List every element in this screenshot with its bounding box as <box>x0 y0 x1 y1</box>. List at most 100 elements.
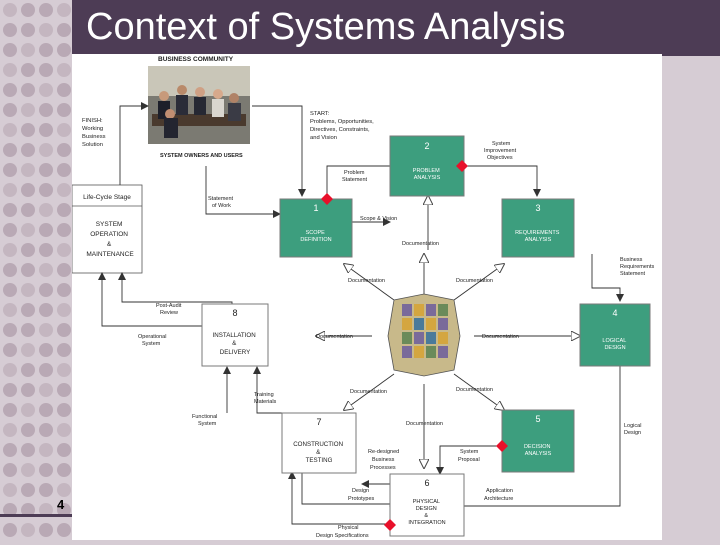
decorative-dot <box>3 23 17 37</box>
phase-2-problem-analysis: 2 PROBLEM ANALYSIS <box>389 135 465 197</box>
label-problem-statement: Problem Statement <box>342 170 368 183</box>
decorative-dot <box>39 163 53 177</box>
decorative-dot <box>57 143 71 157</box>
start-label: START: Problems, Opportunities, Directiv… <box>310 111 375 141</box>
decorative-dot <box>39 503 53 517</box>
label-system-improvement-objectives: System Improvement Objectives <box>484 141 518 161</box>
decorative-dot <box>21 123 35 137</box>
decorative-dot <box>39 383 53 397</box>
decorative-dot <box>3 243 17 257</box>
decorative-dot <box>21 283 35 297</box>
decorative-dot <box>39 283 53 297</box>
diamond-marker <box>456 160 468 172</box>
decorative-dot <box>3 163 17 177</box>
decorative-dot <box>3 123 17 137</box>
lifecycle-stage-name: SYSTEM OPERATION & MAINTENANCE <box>86 221 134 258</box>
decorative-dot <box>57 343 71 357</box>
decorative-dot <box>39 223 53 237</box>
phase-8-installation-delivery: 8 INSTALLATION & DELIVERY <box>201 303 269 367</box>
label-operational-system: Operational System <box>138 334 168 347</box>
label-documentation: Documentation <box>456 387 493 393</box>
decorative-dot <box>39 3 53 17</box>
decorative-dot <box>3 283 17 297</box>
phase-3-requirements-analysis: 3 REQUIREMENTS ANALYSIS <box>501 198 575 258</box>
label-system-proposal: System Proposal <box>458 449 480 463</box>
phase-number: 3 <box>535 203 540 213</box>
decorative-dot <box>21 323 35 337</box>
decorative-dot <box>21 103 35 117</box>
community-header: BUSINESS COMMUNITY <box>158 56 234 63</box>
decorative-dot <box>57 363 71 377</box>
decorative-dot <box>21 163 35 177</box>
decorative-dot <box>39 523 53 537</box>
decorative-dot <box>21 3 35 17</box>
decorative-dot <box>39 403 53 417</box>
decorative-dot <box>57 23 71 37</box>
decorative-dot <box>21 343 35 357</box>
phase-7-construction-testing: 7 CONSTRUCTION & TESTING <box>281 412 357 474</box>
phase-name: PHYSICAL DESIGN & INTEGRATION <box>408 499 445 526</box>
decorative-dot <box>21 363 35 377</box>
decorative-dot <box>57 463 71 477</box>
phase-number: 6 <box>424 478 429 488</box>
decorative-dot <box>3 203 17 217</box>
decorative-dot <box>39 143 53 157</box>
decorative-dot <box>39 203 53 217</box>
decorative-dot <box>39 443 53 457</box>
decorative-dot <box>57 303 71 317</box>
decorative-dot <box>57 283 71 297</box>
decorative-dot <box>57 263 71 277</box>
phase-number: 1 <box>313 203 318 213</box>
decorative-dot <box>57 483 71 497</box>
diamond-marker <box>496 440 508 452</box>
decorative-dot <box>3 383 17 397</box>
decorative-dot <box>39 103 53 117</box>
decorative-dot <box>3 63 17 77</box>
decorative-dot <box>21 523 35 537</box>
finish-label: FINISH: Working Business Solution <box>82 118 107 148</box>
decorative-dot <box>57 123 71 137</box>
title-bar <box>72 0 720 56</box>
decorative-dot <box>21 463 35 477</box>
decorative-dot <box>3 523 17 537</box>
phase-number: 8 <box>232 308 237 318</box>
lifecycle-stage-box: Life-Cycle Stage SYSTEM OPERATION & MAIN… <box>71 184 143 274</box>
decorative-dot <box>39 83 53 97</box>
decorative-dot <box>21 203 35 217</box>
decorative-dot <box>3 143 17 157</box>
phase-number: 4 <box>612 308 617 318</box>
phase-name: CONSTRUCTION & TESTING <box>293 441 345 464</box>
decorative-dot <box>21 443 35 457</box>
phase-1-scope-definition: 1 SCOPE DEFINITION <box>279 198 353 258</box>
decorative-dot <box>21 143 35 157</box>
decorative-dot <box>57 243 71 257</box>
decorative-dot <box>21 403 35 417</box>
community-caption: SYSTEM OWNERS AND USERS <box>160 153 243 159</box>
decorative-dot <box>57 443 71 457</box>
decorative-dot <box>3 343 17 357</box>
phase-number: 2 <box>424 141 429 151</box>
decorative-dot <box>21 383 35 397</box>
phase-name: LOGICAL DESIGN <box>602 338 627 351</box>
decorative-dot <box>57 183 71 197</box>
phase-5-decision-analysis: 5 DECISION ANALYSIS <box>501 409 575 473</box>
decorative-dot <box>3 3 17 17</box>
label-documentation: Documentation <box>350 389 387 395</box>
decorative-dot <box>57 383 71 397</box>
label-documentation: Documentation <box>316 334 353 340</box>
label-documentation: Documentation <box>406 421 443 427</box>
diamond-marker <box>384 519 396 531</box>
decorative-dot <box>21 243 35 257</box>
decorative-dot <box>3 443 17 457</box>
decorative-dot <box>57 403 71 417</box>
decorative-dot <box>57 163 71 177</box>
central-repository-icon <box>387 293 461 377</box>
phase-name: DECISION ANALYSIS <box>524 444 552 457</box>
systems-analysis-diagram: BUSINESS COMMUNITY SYSTEM OWNERS AND USE… <box>71 54 662 540</box>
connectors <box>98 102 624 525</box>
decorative-dot <box>39 183 53 197</box>
decorative-dot <box>21 503 35 517</box>
label-documentation: Documentation <box>482 334 519 340</box>
label-functional-system: Functional System <box>192 414 219 427</box>
decorative-dot <box>39 123 53 137</box>
